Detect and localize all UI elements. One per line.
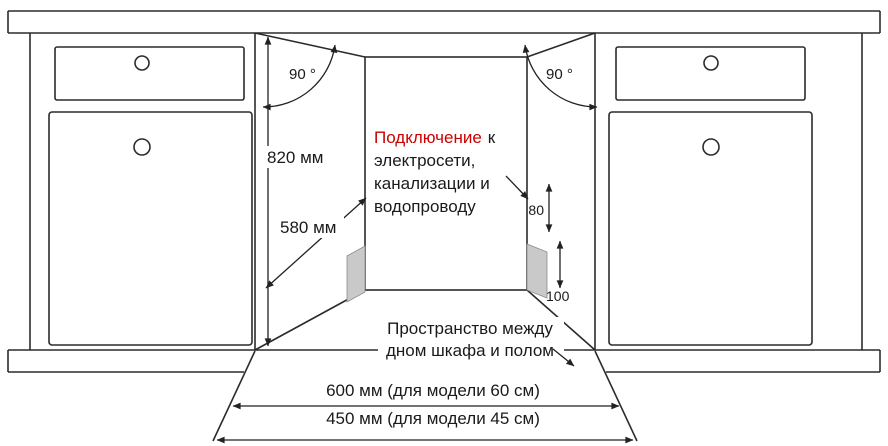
angle-arc-right (522, 44, 598, 111)
left-door-knob-icon (133, 138, 151, 156)
offset-100-label: 100 (546, 288, 570, 304)
height-820-label: 820 мм (267, 148, 323, 167)
connection-note-red-word: Подключение (374, 128, 482, 147)
depth-580-arrow (265, 197, 367, 289)
angle-left-label: 90 ° (289, 66, 316, 83)
depth-label-bg (276, 216, 344, 238)
depth-580-label: 580 мм (280, 218, 336, 237)
gap-label-bg (378, 317, 564, 363)
right-drawer-knob-icon (703, 55, 719, 71)
floor-perspective-right (594, 350, 638, 442)
connection-note-line1: Подключение к (374, 128, 496, 147)
right-cabinet (608, 33, 863, 350)
gap-label-line2: дном шкафа и полом (386, 341, 554, 360)
left-drawer-knob-icon (134, 55, 150, 71)
width-600-label: 600 мм (для модели 60 см) (326, 381, 540, 400)
connection-note-line2: электросети, (374, 151, 475, 170)
height-label-bg (263, 146, 331, 168)
connection-zones (346, 243, 548, 303)
width-450-label: 450 мм (для модели 45 см) (326, 409, 540, 428)
angle-right-label: 90 ° (546, 66, 573, 83)
offset-80-label: 80 (528, 202, 544, 218)
connection-note-line3: канализации и (374, 174, 490, 193)
connection-note-line1-rest: к (488, 128, 496, 147)
connection-note-line4: водопроводу (374, 197, 476, 216)
connection-pointer-arrow (505, 175, 529, 200)
countertop (7, 10, 881, 34)
gap-label-line1: Пространство между (387, 319, 553, 338)
right-cabinet-door (608, 111, 813, 346)
floor-perspective-left (212, 350, 256, 442)
right-wall-connection-patch (526, 243, 548, 299)
left-cabinet (29, 33, 253, 350)
gap-pointer-arrow (552, 348, 575, 367)
right-cabinet-drawer (615, 46, 806, 101)
niche-back-wall (364, 56, 528, 291)
left-cabinet-drawer (54, 46, 245, 101)
angle-arc-left (262, 44, 338, 111)
right-door-knob-icon (702, 138, 720, 156)
dimension-arrows (216, 36, 634, 444)
labels: 90 ° 90 ° 820 мм 580 мм Подключение к эле… (263, 66, 573, 428)
left-wall-connection-patch (346, 245, 366, 303)
cabinet-structure (7, 10, 881, 442)
left-cabinet-door (48, 111, 253, 346)
